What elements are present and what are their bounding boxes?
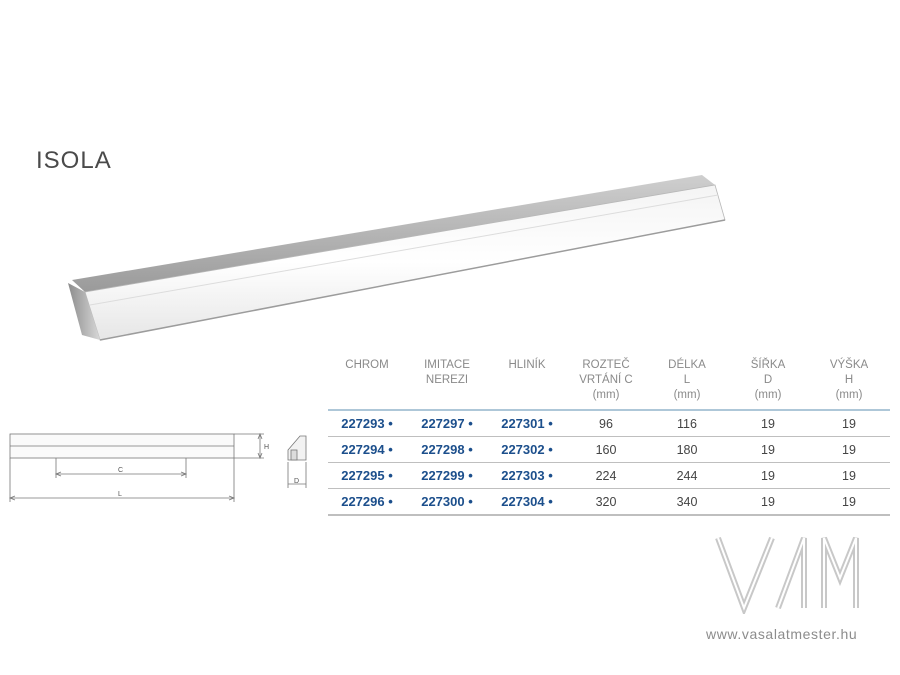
code-nerez: 227300 • (406, 488, 488, 516)
cell-roztec: 160 (566, 436, 646, 463)
header-text: L (683, 374, 691, 386)
header-chrom: CHROM (328, 356, 406, 410)
table-row: 227295 • 227299 • 227303 • 224 244 19 19 (328, 462, 890, 489)
website-url: www.vasalatmester.hu (706, 626, 858, 642)
cell-sirka: 19 (728, 436, 808, 463)
cell-vyska: 19 (808, 488, 890, 516)
cell-delka: 180 (646, 436, 728, 463)
cell-roztec: 320 (566, 488, 646, 516)
cell-vyska: 19 (808, 462, 890, 489)
code-hlinik: 227302 • (488, 436, 566, 463)
header-delka: DÉLKA L (mm) (646, 356, 728, 410)
code-chrom: 227293 • (328, 410, 406, 437)
header-sirka: ŠÍŘKA D (mm) (728, 356, 808, 410)
spec-table: CHROM IMITACE NEREZI HLINÍK ROZTEČ VRTÁN… (328, 356, 890, 516)
header-text: IMITACE (424, 359, 470, 371)
header-hlinik: HLINÍK (488, 356, 566, 410)
code-hlinik: 227303 • (488, 462, 566, 489)
header-text: (mm) (673, 389, 701, 401)
header-text: (mm) (754, 389, 782, 401)
cell-sirka: 19 (728, 488, 808, 516)
header-text: CHROM (345, 359, 389, 371)
header-text: HLINÍK (508, 359, 546, 371)
table-header-row: CHROM IMITACE NEREZI HLINÍK ROZTEČ VRTÁN… (328, 356, 890, 410)
code-hlinik: 227304 • (488, 488, 566, 516)
cell-delka: 244 (646, 462, 728, 489)
header-text: D (763, 374, 773, 386)
header-vyska: VÝŠKA H (mm) (808, 356, 890, 410)
product-handle-image (68, 175, 726, 341)
dim-label-d: D (294, 478, 299, 485)
header-text: H (844, 374, 854, 386)
code-chrom: 227295 • (328, 462, 406, 489)
header-imitace-nerezi: IMITACE NEREZI (406, 356, 488, 410)
header-text: ŠÍŘKA (750, 359, 786, 371)
header-text: VÝŠKA (829, 359, 869, 371)
cell-vyska: 19 (808, 436, 890, 463)
cell-vyska: 19 (808, 410, 890, 437)
header-text: VRTÁNÍ C (579, 374, 633, 386)
header-text: ROZTEČ (582, 359, 630, 371)
header-text: (mm) (592, 389, 620, 401)
header-text: NEREZI (425, 374, 469, 386)
header-roztec: ROZTEČ VRTÁNÍ C (mm) (566, 356, 646, 410)
cell-roztec: 96 (566, 410, 646, 437)
code-nerez: 227297 • (406, 410, 488, 437)
vm-logo-watermark-icon (715, 536, 859, 614)
dim-label-h: H (264, 444, 269, 451)
code-nerez: 227299 • (406, 462, 488, 489)
cell-delka: 340 (646, 488, 728, 516)
table-row: 227293 • 227297 • 227301 • 96 116 19 19 (328, 410, 890, 437)
cell-sirka: 19 (728, 462, 808, 489)
code-chrom: 227296 • (328, 488, 406, 516)
product-title: ISOLA (36, 147, 112, 174)
dim-label-c: C (118, 467, 123, 474)
cell-roztec: 224 (566, 462, 646, 489)
cell-sirka: 19 (728, 410, 808, 437)
dim-label-l: L (118, 491, 122, 498)
table-row: 227296 • 227300 • 227304 • 320 340 19 19 (328, 488, 890, 516)
technical-drawing: C L H D (8, 432, 307, 502)
header-text: DÉLKA (668, 359, 706, 371)
code-chrom: 227294 • (328, 436, 406, 463)
code-nerez: 227298 • (406, 436, 488, 463)
cell-delka: 116 (646, 410, 728, 437)
header-text: (mm) (835, 389, 863, 401)
code-hlinik: 227301 • (488, 410, 566, 437)
table-row: 227294 • 227298 • 227302 • 160 180 19 19 (328, 436, 890, 463)
